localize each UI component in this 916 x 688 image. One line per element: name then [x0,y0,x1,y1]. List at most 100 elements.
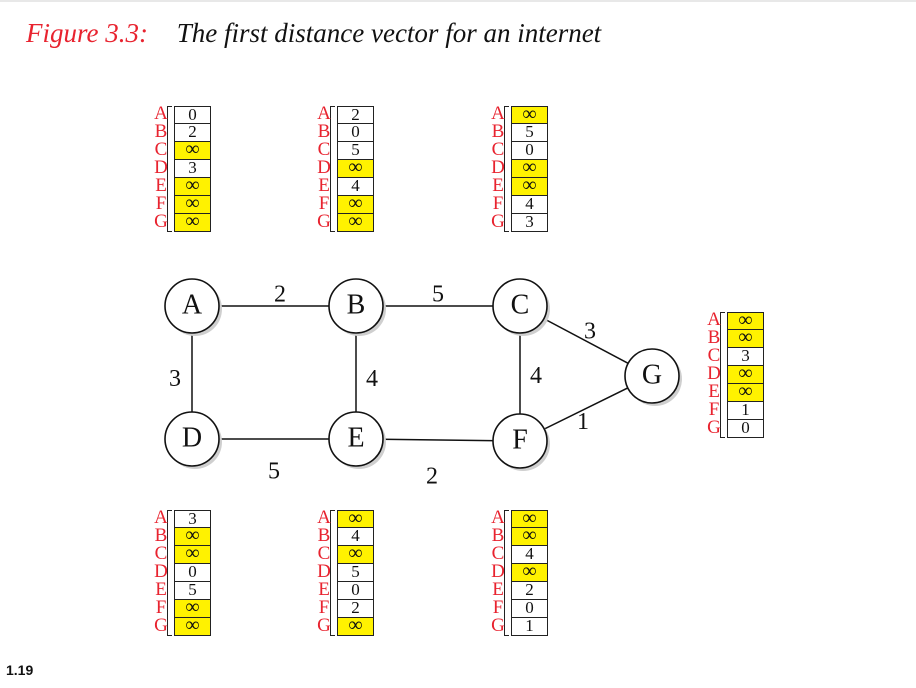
vector-cell: ∞ [174,175,211,196]
vector-row-label: C [491,543,505,564]
edge-cost-E-F: 2 [426,464,438,490]
vector-row-label: G [491,211,505,232]
vector-row-label: F [318,193,330,214]
node-circle-F [492,413,548,469]
edge-cost-F-G: 1 [577,409,589,435]
vector-row-G-D: D∞ [706,363,766,384]
vector-table-bracket [720,312,725,438]
vector-cell: ∞ [174,525,211,546]
vector-cell: 2 [174,123,211,142]
vector-row-D-B: B∞ [153,525,213,546]
node-label-C: C [511,289,530,320]
vector-row-label: D [154,157,168,178]
vector-row-label: G [317,211,331,232]
vector-row-label: B [317,121,331,142]
vector-cell: ∞ [511,157,548,178]
node-circle-A [164,278,220,334]
vector-row-label: D [317,157,331,178]
vector-row-D-G: G∞ [153,615,213,636]
vector-cell: ∞ [174,193,211,214]
vector-cell: ∞ [511,525,548,546]
vector-cell: ∞ [727,327,764,348]
figure-title: Figure 3.3: The first distance vector fo… [26,18,601,49]
vector-row-label: E [318,579,330,600]
vector-cell: ∞ [174,139,211,160]
vector-row-label: A [154,103,168,124]
vector-row-G-A: A∞ [706,309,766,330]
vector-row-label: B [154,121,168,142]
vector-row-label: A [491,507,505,528]
figure-caption: The first distance vector for an interne… [176,18,602,48]
vector-cell: ∞ [337,543,374,564]
vector-cell: ∞ [337,615,374,636]
vector-row-F-A: A∞ [490,507,550,528]
vector-row-E-A: A∞ [316,507,376,528]
vector-cell: 3 [511,213,548,232]
vector-row-label: E [492,175,504,196]
vector-row-label: A [154,507,168,528]
vector-row-label: C [491,139,505,160]
vector-row-A-C: C∞ [153,139,213,160]
vector-cell: 4 [511,195,548,214]
vector-cell: 5 [337,563,374,582]
vector-cell: ∞ [511,175,548,196]
vector-row-label: C [154,543,168,564]
vector-cell: 1 [727,401,764,420]
vector-row-label: D [154,561,168,582]
node-circle-D [164,411,220,467]
vector-row-label: D [317,561,331,582]
vector-cell: ∞ [511,508,548,528]
node-label-D: D [182,422,202,453]
vector-row-D-F: F∞ [153,597,213,618]
vector-cell: ∞ [174,597,211,618]
vector-row-label: D [491,561,505,582]
vector-cell: ∞ [511,104,548,124]
vector-table-bracket [504,510,509,636]
node-label-E: E [347,422,364,453]
node-label-G: G [642,359,662,390]
vector-row-E-G: G∞ [316,615,376,636]
node-C: C [492,278,550,336]
vector-cell: ∞ [727,363,764,384]
node-label-A: A [182,289,203,320]
vector-cell: 0 [174,106,211,124]
node-B: B [328,278,386,336]
node-circle-G [624,348,680,404]
node-label-F: F [512,424,528,455]
vector-cell: ∞ [337,193,374,214]
vector-cell: ∞ [511,561,548,582]
vector-row-label: A [707,309,721,330]
vector-cell: 0 [511,141,548,160]
vector-cell: 2 [337,106,374,124]
vector-cell: 0 [511,599,548,618]
vector-cell: 3 [727,347,764,366]
vector-table-bracket [504,106,509,232]
vector-cell: 5 [337,141,374,160]
vector-row-label: B [491,525,505,546]
vector-row-label: F [492,597,504,618]
vector-row-label: A [317,507,331,528]
vector-cell: ∞ [337,211,374,232]
vector-row-A-E: E∞ [153,175,213,196]
vector-row-label: D [491,157,505,178]
edge-cost-C-G: 3 [584,319,596,345]
vector-row-label: E [708,381,720,402]
